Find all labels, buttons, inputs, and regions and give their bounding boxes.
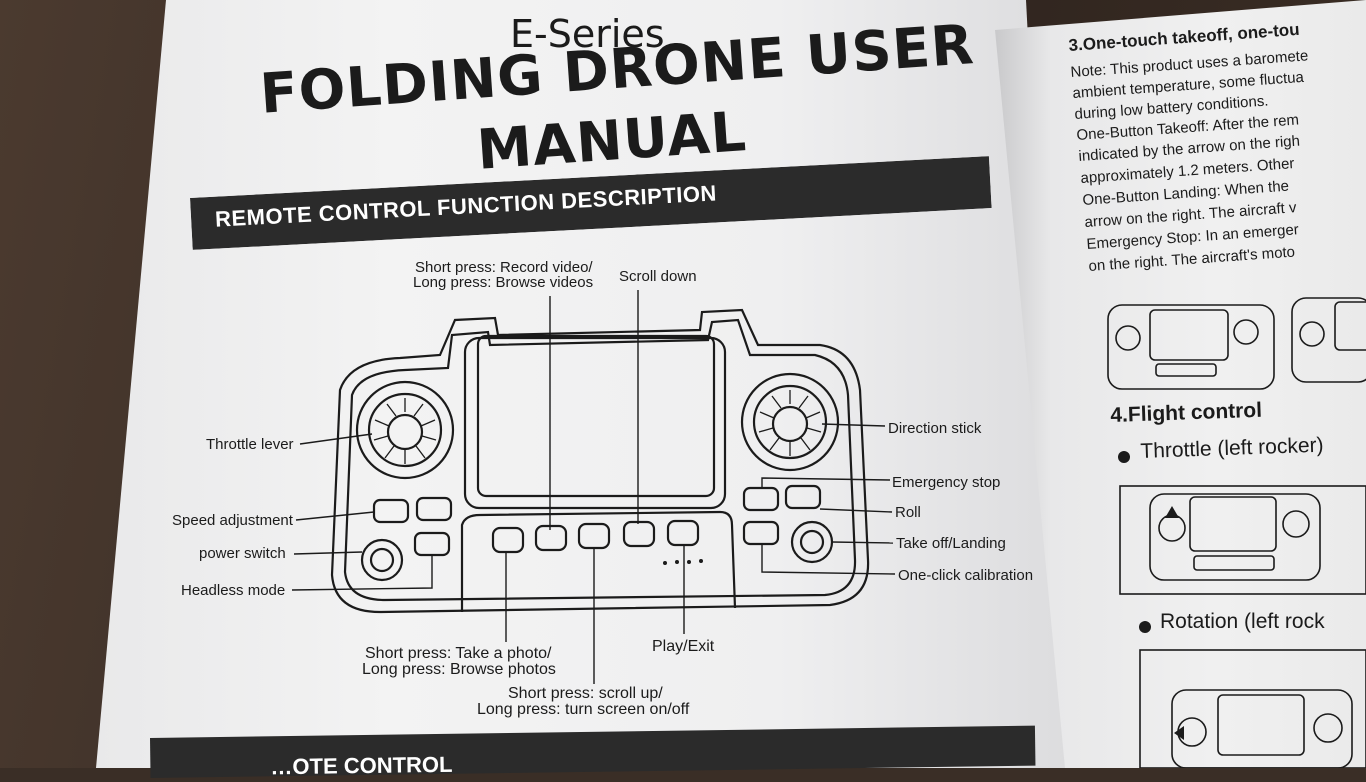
label-direction-stick: Direction stick	[888, 420, 982, 437]
label-record-video: Short press: Record video/	[415, 259, 593, 276]
label-throttle-lever: Throttle lever	[206, 436, 294, 453]
label-roll: Roll	[895, 504, 921, 521]
right-page	[995, 0, 1366, 768]
label-emergency-stop: Emergency stop	[892, 474, 1001, 491]
label-speed-adjustment: Speed adjustment	[172, 512, 293, 529]
label-scroll-down: Scroll down	[619, 268, 697, 285]
label-one-click-calibration: One-click calibration	[898, 567, 1034, 584]
label-takeoff-landing: Take off/Landing	[896, 535, 1006, 552]
label-headless-mode: Headless mode	[181, 582, 286, 599]
label-turn-screen: Long press: turn screen on/off	[477, 701, 690, 718]
label-browse-videos: Long press: Browse videos	[413, 274, 594, 291]
label-power-switch: power switch	[199, 545, 286, 562]
left-page	[96, 0, 1066, 768]
label-play-exit: Play/Exit	[652, 638, 715, 655]
label-browse-photos: Long press: Browse photos	[362, 661, 556, 678]
right-bullet-rotation: Rotation (left rock	[1160, 610, 1325, 633]
series-title: E-Series	[510, 12, 665, 56]
label-take-photo: Short press: Take a photo/	[365, 645, 552, 662]
label-scroll-up: Short press: scroll up/	[508, 685, 663, 702]
